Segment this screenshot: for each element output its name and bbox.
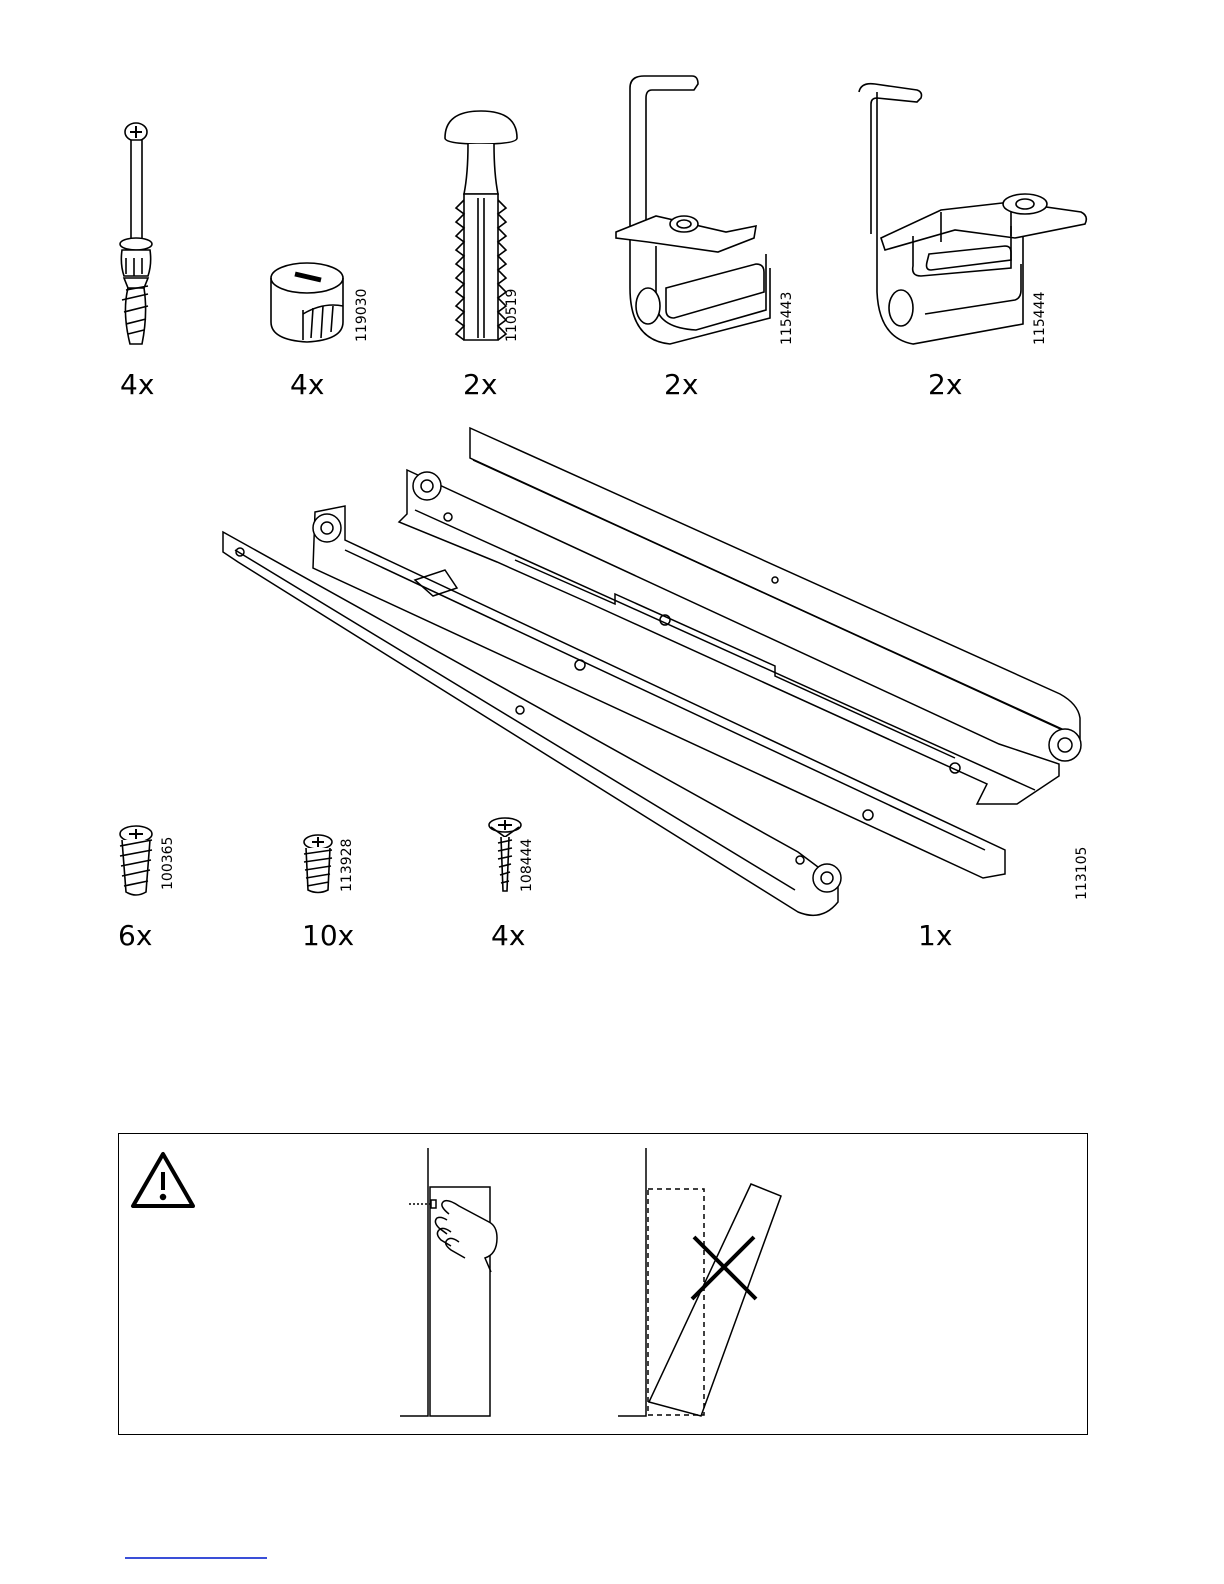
part-code: 100365 xyxy=(161,837,175,890)
bracket-b-illustration xyxy=(855,78,1095,348)
quantity-label: 2x xyxy=(928,371,962,399)
part-code: 115443 xyxy=(780,292,794,345)
footer-accent-line xyxy=(125,1557,267,1559)
quantity-label: 1x xyxy=(918,922,952,950)
part-code: 113105 xyxy=(1075,847,1089,900)
part-code: 108444 xyxy=(520,839,534,892)
screw-large-illustration xyxy=(114,824,160,896)
quantity-label: 6x xyxy=(118,922,152,950)
part-code: 115444 xyxy=(1033,292,1047,345)
quantity-label: 2x xyxy=(463,371,497,399)
part-code: 113928 xyxy=(340,839,354,892)
quantity-label: 10x xyxy=(302,922,354,950)
warning-triangle-icon xyxy=(133,1154,193,1206)
quantity-label: 4x xyxy=(120,371,154,399)
quantity-label: 2x xyxy=(664,371,698,399)
quantity-label: 4x xyxy=(491,922,525,950)
wood-screw-illustration xyxy=(487,817,523,895)
safety-warning-box xyxy=(118,1133,1088,1435)
tipping-panel-illustration xyxy=(618,1148,781,1416)
part-code: 119030 xyxy=(355,289,369,342)
cam-lock-illustration xyxy=(265,258,355,348)
wall-anchored-panel-illustration xyxy=(400,1148,497,1416)
bracket-a-illustration xyxy=(612,70,782,350)
cam-bolt-illustration xyxy=(108,118,168,350)
screw-small-illustration xyxy=(298,832,338,896)
drawer-runners-illustration xyxy=(215,420,1095,910)
part-code: 110519 xyxy=(505,289,519,342)
quantity-label: 4x xyxy=(290,371,324,399)
